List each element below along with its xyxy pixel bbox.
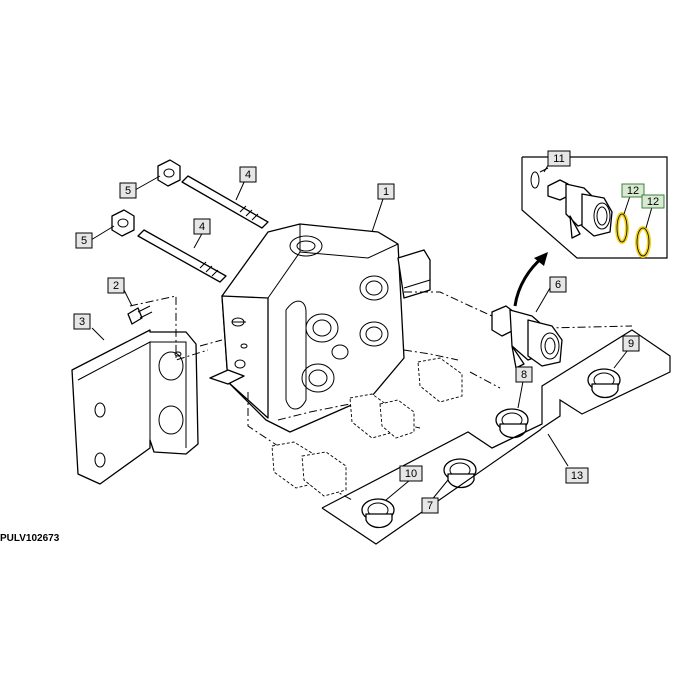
svg-text:5: 5 (81, 235, 87, 247)
callout-3: 3 (73, 313, 91, 330)
callout-5-lower: 5 (75, 232, 93, 249)
relief-valve (491, 305, 563, 369)
cartridges (271, 357, 463, 497)
plug-8 (495, 408, 529, 439)
svg-text:3: 3 (79, 316, 85, 328)
callout-4-upper: 4 (239, 166, 257, 183)
valve-body (209, 223, 431, 433)
callout-12-a: 12 (621, 183, 645, 198)
svg-text:2: 2 (113, 280, 119, 292)
mounting-bracket (71, 329, 199, 485)
svg-text:12: 12 (627, 185, 639, 197)
plug-7 (443, 458, 477, 489)
figure-id: PULV102673 (0, 533, 60, 544)
callout-4-lower: 4 (193, 218, 211, 235)
callout-7: 7 (421, 497, 439, 514)
svg-text:11: 11 (553, 153, 564, 165)
svg-text:13: 13 (571, 470, 583, 482)
svg-text:8: 8 (521, 369, 527, 381)
callout-2: 2 (107, 277, 125, 294)
callout-13: 13 (565, 467, 589, 484)
detail-inset (521, 156, 668, 259)
detail-arrow (513, 256, 543, 307)
callout-11: 11 (547, 150, 571, 167)
svg-text:12: 12 (647, 196, 659, 208)
callout-5-upper: 5 (119, 182, 137, 199)
svg-text:9: 9 (628, 338, 634, 350)
svg-text:4: 4 (199, 221, 205, 233)
svg-text:10: 10 (405, 468, 417, 480)
plug-9 (587, 368, 621, 399)
svg-text:1: 1 (383, 186, 389, 198)
stud-lower (137, 229, 227, 283)
callout-8: 8 (515, 366, 533, 383)
svg-text:5: 5 (125, 185, 131, 197)
stud-upper (181, 175, 269, 229)
svg-text:7: 7 (427, 500, 433, 512)
svg-text:4: 4 (245, 169, 251, 181)
callout-6: 6 (549, 276, 567, 293)
nut-lower (111, 209, 135, 237)
callout-10: 10 (399, 465, 423, 482)
plug-10 (361, 498, 395, 529)
callout-9: 9 (622, 335, 640, 352)
nut-upper (157, 159, 181, 187)
callout-12-b: 12 (641, 194, 665, 209)
bolt (127, 305, 153, 325)
callout-1: 1 (377, 183, 395, 200)
svg-text:6: 6 (555, 279, 561, 291)
